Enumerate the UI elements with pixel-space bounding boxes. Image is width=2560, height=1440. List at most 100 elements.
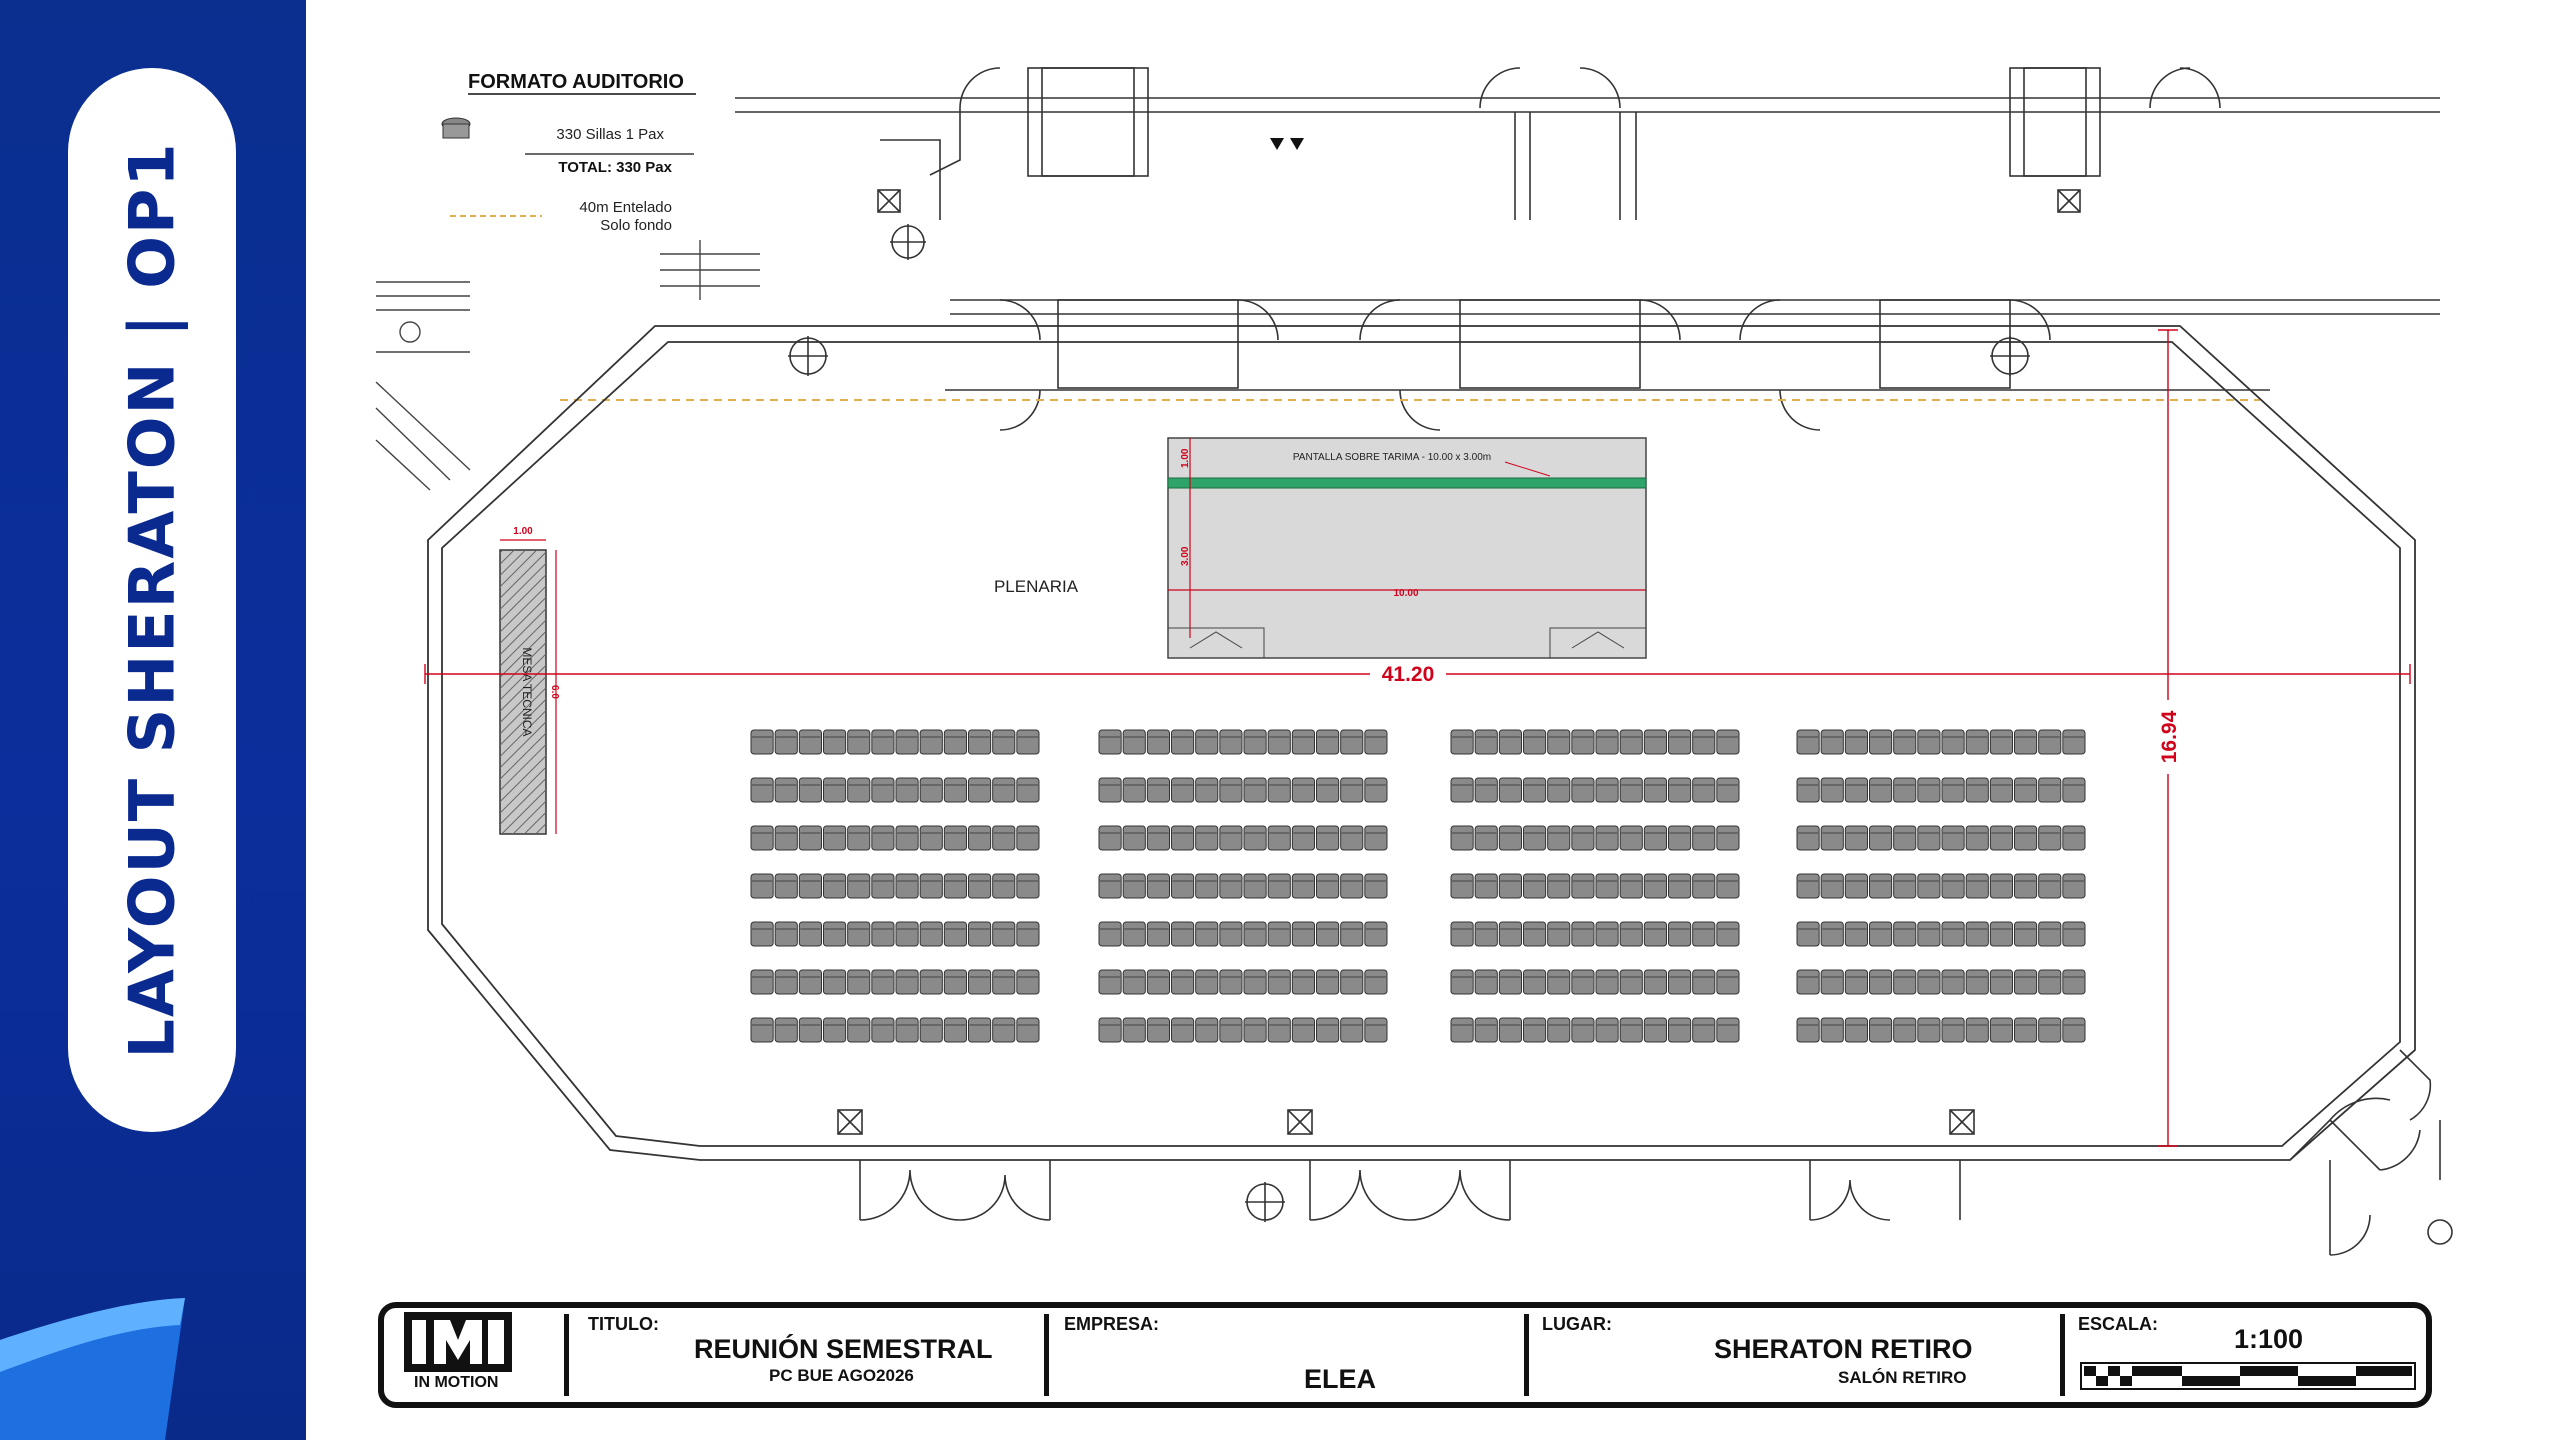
chair xyxy=(1571,969,1595,995)
chair xyxy=(1965,825,1989,851)
chair xyxy=(1571,921,1595,947)
chair xyxy=(1595,1017,1619,1043)
chair xyxy=(750,969,774,995)
chair xyxy=(1989,825,2014,851)
seat-row xyxy=(1098,825,1388,851)
chair xyxy=(1523,777,1547,803)
stage-dim-top: 1.00 xyxy=(1180,448,1191,468)
ballroom-walls xyxy=(427,325,2416,1161)
chair xyxy=(1364,873,1388,899)
chair xyxy=(1219,777,1243,803)
chair xyxy=(1716,969,1740,995)
title-block: IN MOTION TITULO: REUNIÓN SEMESTRAL PC B… xyxy=(378,1302,2432,1408)
chair xyxy=(1016,729,1040,755)
chair xyxy=(943,777,967,803)
chair xyxy=(1122,777,1146,803)
chair xyxy=(1146,921,1171,947)
chair xyxy=(1941,825,1965,851)
chair xyxy=(1917,825,1941,851)
sidebar-title: LAYOUT SHERATON | OP1 xyxy=(115,141,189,1059)
chair xyxy=(823,969,847,995)
chair xyxy=(1643,921,1668,947)
chair xyxy=(968,729,992,755)
chair xyxy=(1869,777,1893,803)
chair xyxy=(1869,825,1893,851)
chair xyxy=(871,1017,895,1043)
seat-row xyxy=(1450,921,1740,947)
chair xyxy=(1692,873,1716,899)
chair xyxy=(1195,873,1219,899)
seat-row xyxy=(1098,969,1388,995)
chair xyxy=(1668,825,1692,851)
chair xyxy=(1016,873,1040,899)
lugar-sub: SALÓN RETIRO xyxy=(1838,1368,1967,1387)
chair xyxy=(968,873,992,899)
chair xyxy=(1450,873,1474,899)
chair xyxy=(1523,969,1547,995)
chair xyxy=(1243,873,1267,899)
chair xyxy=(1716,825,1740,851)
tech-table-width: 1.00 xyxy=(513,526,533,537)
seat-row xyxy=(1796,873,2086,899)
chair xyxy=(1098,777,1122,803)
chair xyxy=(1122,969,1146,995)
chair xyxy=(919,969,943,995)
chair xyxy=(1523,1017,1547,1043)
chair xyxy=(1474,777,1498,803)
chair xyxy=(1498,729,1523,755)
chair xyxy=(1219,729,1243,755)
chair xyxy=(847,1017,871,1043)
chair xyxy=(1796,921,1820,947)
chair xyxy=(1171,873,1195,899)
legend-drape-2: Solo fondo xyxy=(600,217,672,234)
chair xyxy=(1316,729,1340,755)
chair xyxy=(1267,777,1291,803)
chair xyxy=(1243,825,1267,851)
chair xyxy=(2062,969,2086,995)
chair xyxy=(1316,825,1340,851)
chair xyxy=(1989,969,2014,995)
seat-row xyxy=(1450,729,1740,755)
seat-row xyxy=(1098,729,1388,755)
chair xyxy=(1474,969,1498,995)
chair xyxy=(1243,777,1267,803)
chair xyxy=(1146,969,1171,995)
chair xyxy=(1917,873,1941,899)
chair xyxy=(895,873,919,899)
chair xyxy=(1340,777,1364,803)
chair xyxy=(1893,873,1917,899)
chair xyxy=(1820,825,1844,851)
chair xyxy=(1619,777,1643,803)
chair xyxy=(1098,729,1122,755)
chair xyxy=(1146,873,1171,899)
chair xyxy=(1498,825,1523,851)
chair xyxy=(968,777,992,803)
chair xyxy=(1643,1017,1668,1043)
chair xyxy=(847,729,871,755)
chair xyxy=(1171,921,1195,947)
chair xyxy=(1893,1017,1917,1043)
chair xyxy=(1595,921,1619,947)
chair xyxy=(1291,777,1316,803)
chair xyxy=(1619,825,1643,851)
inmotion-logo xyxy=(398,1312,518,1396)
chair xyxy=(774,873,798,899)
chair xyxy=(1219,969,1243,995)
chair xyxy=(1195,1017,1219,1043)
lugar-value: SHERATON RETIRO xyxy=(1714,1334,1973,1364)
chair xyxy=(1796,873,1820,899)
seat-row xyxy=(1796,777,2086,803)
chair xyxy=(1016,1017,1040,1043)
chair xyxy=(1571,1017,1595,1043)
chair xyxy=(1571,777,1595,803)
chair xyxy=(1340,969,1364,995)
chair xyxy=(1965,969,1989,995)
legend-drape-1: 40m Entelado xyxy=(579,199,672,216)
seat-row xyxy=(1796,969,2086,995)
chair xyxy=(919,921,943,947)
chair xyxy=(943,729,967,755)
chair xyxy=(1291,729,1316,755)
chair xyxy=(1844,777,1869,803)
legend-chairs: 330 Sillas 1 Pax xyxy=(556,126,664,143)
chair xyxy=(1820,969,1844,995)
